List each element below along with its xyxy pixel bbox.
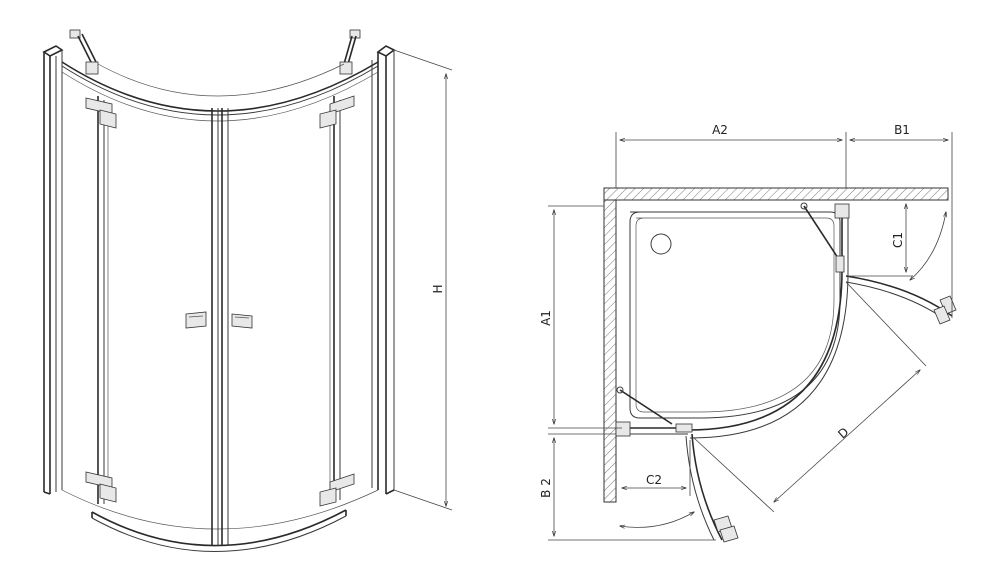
left-door-open [685,433,739,543]
rear-stabilizer-mount [800,202,808,210]
right-door [221,96,341,546]
right-door-hinge-plan [835,255,845,273]
front-fixed-panel [615,421,688,437]
label-c2: C2 [646,473,662,487]
right-stabilizer-bracket [339,29,361,75]
left-door-hinge-plan [675,423,693,433]
right-wall-profile [371,45,396,495]
left-bottom-hinge [85,471,117,503]
dimension-b1: B1 [850,123,953,318]
back-wall [603,187,949,201]
left-door-handle [185,311,207,329]
label-a1: A1 [539,310,553,326]
height-dimension: H [393,49,453,511]
dimension-a1: A1 [539,205,622,429]
dimension-d: D [693,281,927,513]
elevation-view: H [42,29,453,552]
shower-tray [629,211,841,419]
dimension-c2: C2 [622,440,691,496]
left-door-swing-arc [620,512,694,527]
left-wall-profile [42,45,64,495]
side-wall [603,199,617,503]
height-label: H [431,284,445,293]
left-top-hinge [85,97,117,129]
right-wall-profile-plan [834,203,850,219]
right-door-handle [231,313,253,329]
right-top-hinge [319,95,355,129]
side-stabilizer-bar [619,389,673,425]
rear-stabilizer-bar [803,205,839,259]
front-wall-profile-plan [615,421,631,437]
dimension-a2: A2 [615,123,847,188]
right-bottom-hinge [319,473,355,507]
label-a2: A2 [712,123,728,137]
plan-view: A2 B1 C1 A1 B 2 [539,123,957,543]
label-b1: B1 [894,123,910,137]
left-door [97,96,219,546]
right-door-open [845,275,957,325]
left-stabilizer-bracket [69,29,99,75]
enclosure-curve [687,269,849,439]
side-stabilizer-mount [616,386,624,394]
label-d: D [835,425,851,442]
dimension-c1: C1 [848,204,912,277]
dimension-b2: B 2 [539,433,716,541]
label-b2: B 2 [539,478,553,498]
label-c1: C1 [891,232,905,248]
drain-icon [650,233,672,255]
right-door-swing-arc [910,212,946,280]
